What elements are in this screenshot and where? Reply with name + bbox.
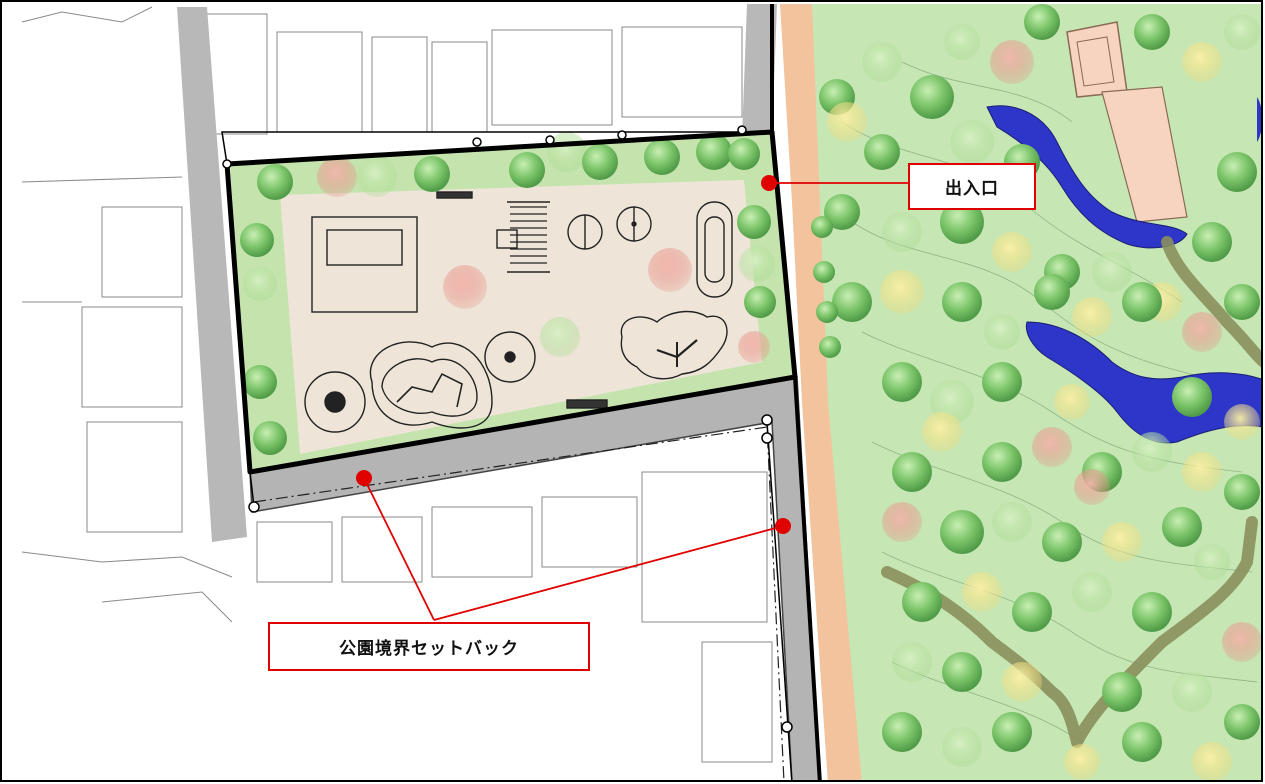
callout-points — [356, 175, 791, 534]
street-north — [742, 4, 777, 137]
corner-markers — [222, 125, 793, 733]
building-structure — [1066, 21, 1188, 223]
boundary-west-inner — [249, 471, 255, 508]
path-edge-trees — [811, 216, 841, 358]
boundary-east-lower — [793, 376, 822, 780]
city-blocks-left — [21, 6, 773, 763]
pond-north — [986, 105, 1188, 249]
pond-east — [1257, 97, 1261, 142]
playground-equipment — [304, 191, 733, 433]
callout-leaders — [363, 182, 910, 621]
entrance-callout: 出入口 — [908, 163, 1036, 210]
street-west — [177, 7, 247, 542]
setback-dashline — [253, 426, 785, 780]
playground-trees — [240, 132, 776, 455]
boundary-setback-callout: 公園境界セットバック — [268, 622, 590, 671]
promenade-path — [780, 4, 862, 780]
playground-area — [280, 180, 762, 454]
boundary-top-road-edge — [221, 131, 772, 165]
woodland-trees — [819, 4, 1261, 780]
